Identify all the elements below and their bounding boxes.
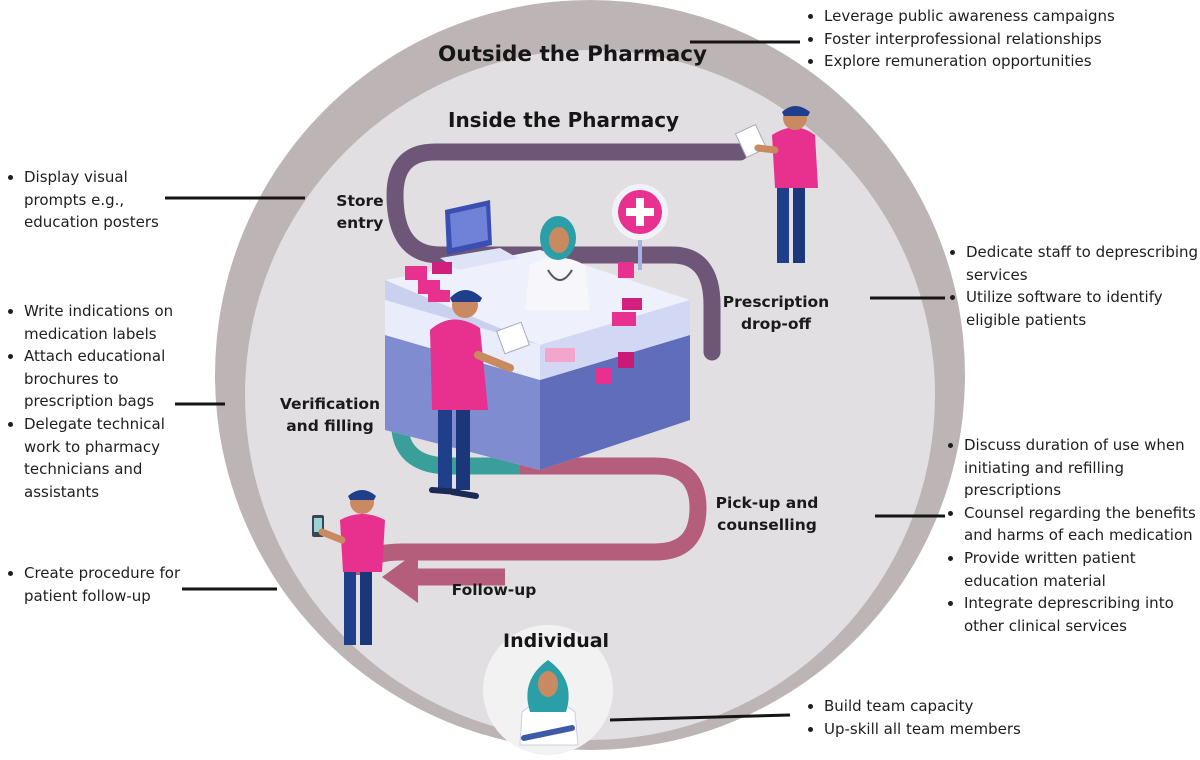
- connector-lines: [165, 40, 945, 722]
- flow-path-purple: [386, 143, 749, 361]
- outside-pharmacy-title: Outside the Pharmacy: [438, 42, 707, 67]
- note-item: Attach educational brochures to prescrip…: [24, 345, 194, 413]
- note-item: Integrate deprescribing into other clini…: [964, 592, 1200, 637]
- note-item: Explore remuneration opportunities: [824, 50, 1184, 73]
- medication-boxes: [405, 262, 642, 384]
- individual-pharmacist-figure: [519, 660, 579, 746]
- pharmacy-cross-sign: [612, 184, 668, 270]
- staff-figure-follow-up: [312, 490, 385, 645]
- follow-up-arrow: [382, 551, 505, 603]
- notes-outside: Leverage public awareness campaigns Fost…: [806, 5, 1184, 73]
- note-item: Counsel regarding the benefits and harms…: [964, 502, 1200, 547]
- pharmacist-figure: [525, 216, 590, 310]
- stage-store-entry: Store entry: [320, 190, 400, 234]
- stage-prescription-dropoff-line-2: drop-off: [740, 315, 812, 333]
- notes-individual: Build team capacity Up-skill all team me…: [806, 695, 1124, 740]
- note-item: Discuss duration of use when initiating …: [964, 434, 1200, 502]
- stage-verification-filling-line-1: Verification: [279, 395, 381, 413]
- notes-prescription-dropoff: Dedicate staff to deprescribing services…: [948, 241, 1200, 331]
- notes-follow-up: Create procedure for patient follow-up: [6, 562, 224, 607]
- stage-prescription-dropoff: Prescription drop-off: [718, 291, 834, 335]
- note-item: Build team capacity: [824, 695, 1124, 718]
- inside-pharmacy-title: Inside the Pharmacy: [448, 108, 680, 132]
- note-item: Utilize software to identify eligible pa…: [966, 286, 1200, 331]
- note-item: Leverage public awareness campaigns: [824, 5, 1184, 28]
- note-item: Display visual prompts e.g., education p…: [24, 166, 182, 234]
- computer-monitor: [440, 200, 518, 270]
- notes-verification-filling: Write indications on medication labels A…: [6, 300, 194, 503]
- stage-pickup-counselling-line-1: Pick-up and: [715, 494, 819, 512]
- note-item: Delegate technical work to pharmacy tech…: [24, 413, 194, 503]
- note-item: Foster interprofessional relationships: [824, 28, 1184, 51]
- stage-pickup-counselling-line-2: counselling: [717, 516, 817, 534]
- connector-individual: [609, 713, 791, 722]
- stage-pickup-counselling: Pick-up and counselling: [708, 492, 826, 536]
- stage-verification-filling: Verification and filling: [270, 393, 390, 437]
- note-item: Dedicate staff to deprescribing services: [966, 241, 1200, 286]
- note-item: Write indications on medication labels: [24, 300, 194, 345]
- notes-store-entry: Display visual prompts e.g., education p…: [6, 166, 182, 234]
- stage-verification-filling-line-2: and filling: [286, 417, 374, 435]
- staff-figure-top-right: [734, 106, 818, 263]
- note-item: Up-skill all team members: [824, 718, 1124, 741]
- stage-follow-up: Follow-up: [451, 581, 537, 599]
- stage-store-entry-line-1: Store: [336, 192, 384, 210]
- stage-store-entry-line-2: entry: [336, 214, 384, 232]
- note-item: Provide written patient education materi…: [964, 547, 1200, 592]
- staff-figure-counter: [429, 290, 530, 499]
- note-item: Create procedure for patient follow-up: [24, 562, 224, 607]
- stage-prescription-dropoff-line-1: Prescription: [722, 293, 830, 311]
- individual-title: Individual: [503, 630, 610, 652]
- notes-pickup-counselling: Discuss duration of use when initiating …: [946, 434, 1200, 637]
